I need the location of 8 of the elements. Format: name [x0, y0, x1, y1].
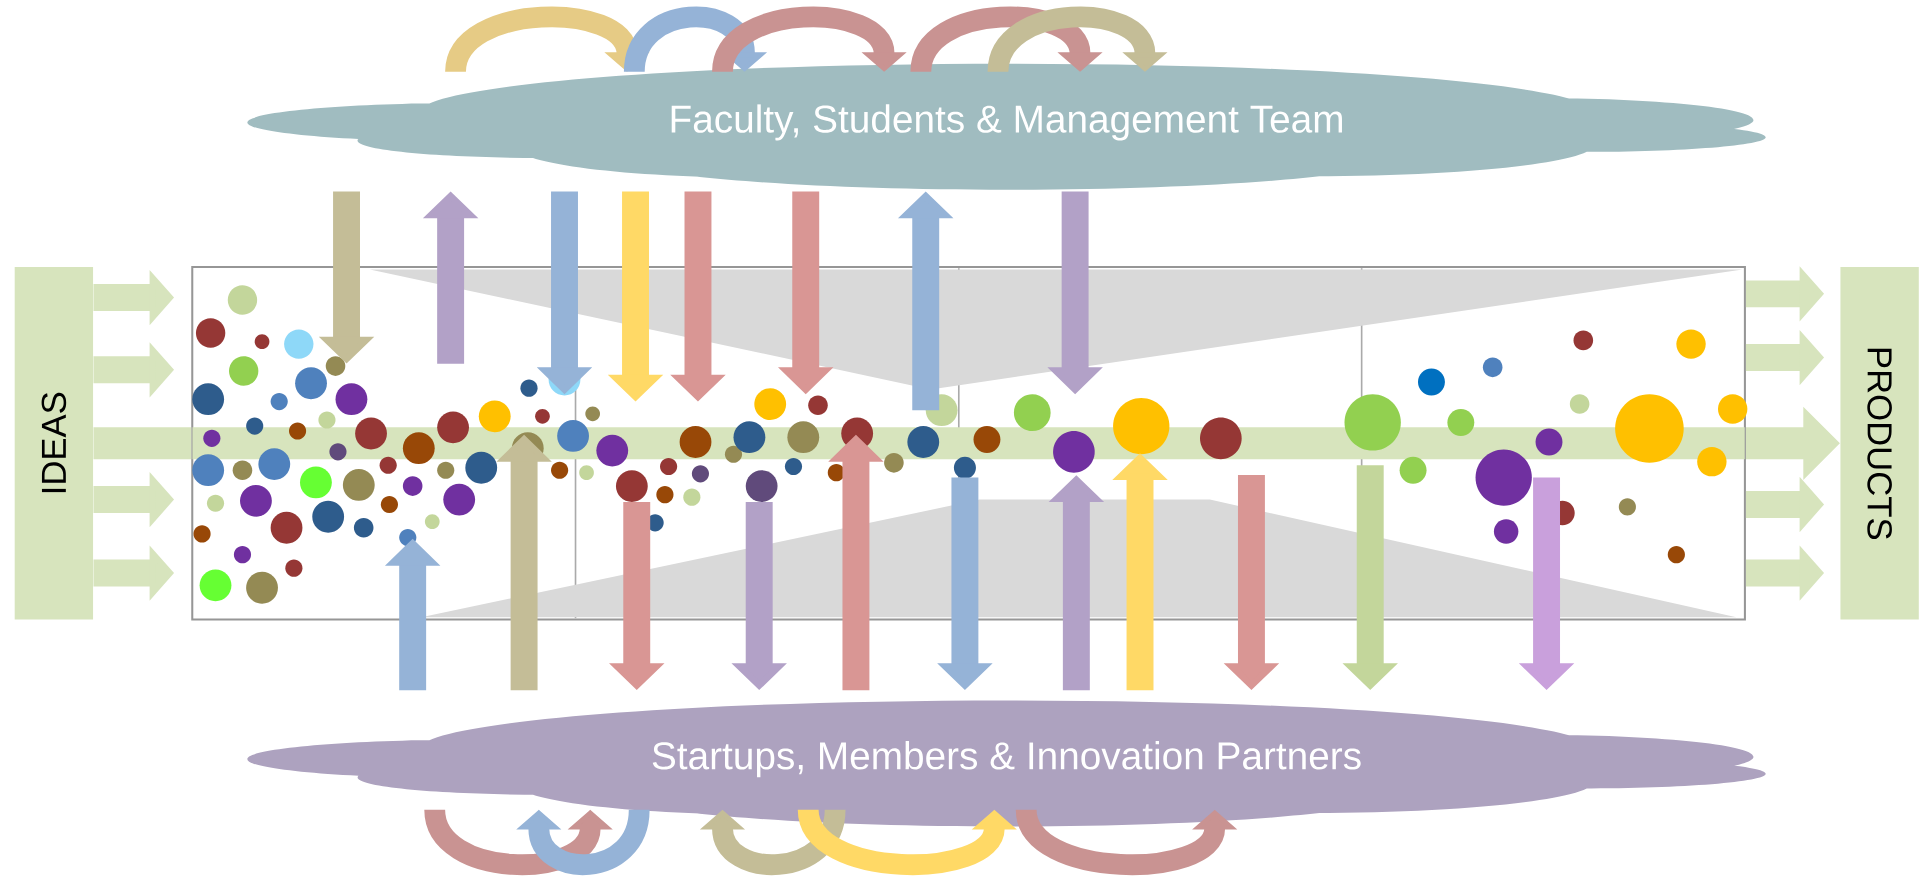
curved-arrow [712, 6, 907, 74]
curved-arrow [624, 6, 768, 74]
curved-arrow [910, 6, 1103, 74]
curved-arrow [516, 808, 650, 875]
curved-arrow [987, 6, 1168, 74]
side-bar: IDEAS [14, 266, 94, 620]
curved-arrow [699, 808, 846, 875]
side-bar: PRODUCTS [1840, 266, 1919, 620]
